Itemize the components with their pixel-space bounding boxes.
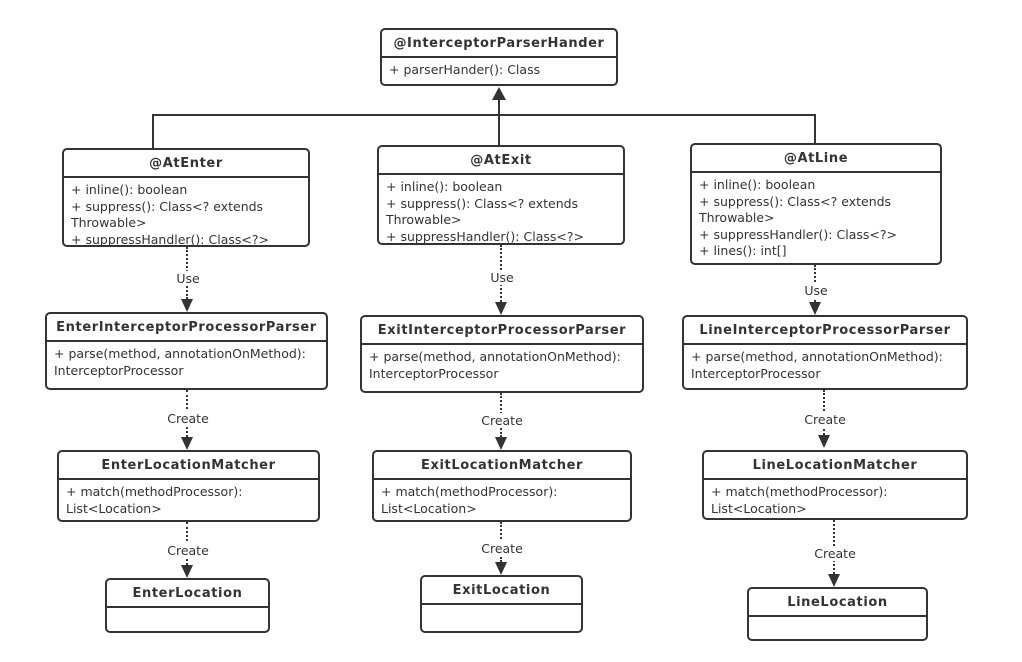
class-members: + parse(method, annotationOnMethod):Inte… [684, 345, 966, 388]
class-box-line-location: LineLocation [747, 587, 928, 641]
arrowhead-down-icon [495, 437, 507, 450]
use-label: Use [801, 283, 831, 298]
class-members: + inline(): boolean+ suppress(): Class<?… [64, 178, 308, 245]
member-line: + parse(method, annotationOnMethod): [369, 349, 621, 364]
member-line: + match(methodProcessor): [66, 484, 243, 499]
member-line: Throwable> [699, 210, 775, 225]
class-members: + match(methodProcessor):List<Location> [704, 480, 966, 518]
member-line: + parse(method, annotationOnMethod): [54, 346, 306, 361]
class-members: + match(methodProcessor):List<Location> [59, 480, 318, 520]
member-line: + parserHander(): Class [389, 62, 541, 77]
class-title: ExitInterceptorProcessorParser [362, 317, 642, 345]
member-line: List<Location> [711, 500, 807, 516]
class-members: + inline(): boolean+ suppress(): Class<?… [379, 175, 623, 243]
arrowhead-down-icon [181, 565, 193, 578]
class-title: @InterceptorParserHander [382, 30, 616, 58]
class-box-enter-location-matcher: EnterLocationMatcher + match(methodProce… [57, 450, 320, 522]
class-box-exit-location-matcher: ExitLocationMatcher + match(methodProces… [372, 450, 632, 522]
class-box-exit-location: ExitLocation [420, 575, 583, 633]
class-title: EnterLocationMatcher [59, 452, 318, 480]
arrowhead-up-icon [492, 87, 506, 100]
member-line: + match(methodProcessor): [711, 484, 888, 499]
arrowhead-down-icon [495, 562, 507, 575]
class-box-at-enter: @AtEnter + inline(): boolean+ suppress()… [62, 148, 310, 247]
create-label: Create [164, 411, 212, 426]
class-box-at-exit: @AtExit + inline(): boolean+ suppress():… [377, 145, 625, 245]
arrowhead-down-icon [181, 299, 193, 312]
class-members [422, 605, 581, 631]
class-members [749, 617, 926, 639]
arrowhead-down-icon [181, 437, 193, 450]
member-line: + suppressHandler(): Class<?> [386, 228, 584, 244]
member-line: + parse(method, annotationOnMethod): [691, 349, 943, 364]
member-line: + suppressHandler(): Class<?> [71, 231, 269, 246]
member-line: Throwable> [386, 212, 462, 227]
class-box-line-interceptor-processor-parser: LineInterceptorProcessorParser + parse(m… [682, 315, 968, 390]
class-members: + match(methodProcessor):List<Location> [374, 480, 630, 520]
class-title: @AtLine [692, 145, 940, 173]
member-line: List<Location> [66, 500, 162, 516]
class-title: @AtEnter [64, 150, 308, 178]
member-line: + inline(): boolean [386, 179, 503, 194]
inheritance-drop-exit [498, 114, 500, 145]
member-line: InterceptorProcessor [691, 365, 821, 381]
create-label: Create [164, 543, 212, 558]
use-label: Use [173, 271, 203, 286]
arrowhead-down-icon [495, 302, 507, 315]
inheritance-bus-line [152, 114, 816, 116]
create-label: Create [478, 413, 526, 428]
member-line: InterceptorProcessor [54, 362, 184, 378]
class-title: @AtExit [379, 147, 623, 175]
class-box-line-location-matcher: LineLocationMatcher + match(methodProces… [702, 450, 968, 520]
class-box-interceptor-parser-hander: @InterceptorParserHander + parserHander(… [380, 28, 618, 86]
class-members: + parse(method, annotationOnMethod):Inte… [362, 345, 642, 391]
class-box-exit-interceptor-processor-parser: ExitInterceptorProcessorParser + parse(m… [360, 315, 644, 393]
member-line: + match(methodProcessor): [381, 484, 558, 499]
member-line: InterceptorProcessor [369, 365, 499, 381]
class-members: + parse(method, annotationOnMethod):Inte… [47, 342, 326, 388]
class-members: + inline(): boolean+ suppress(): Class<?… [692, 173, 940, 263]
class-members [107, 608, 268, 631]
inheritance-drop-line [814, 114, 816, 143]
inheritance-stem-line [498, 99, 500, 116]
create-label: Create [811, 546, 859, 561]
class-title: EnterInterceptorProcessorParser [47, 314, 326, 342]
arrowhead-down-icon [809, 302, 821, 315]
arrowhead-down-icon [818, 435, 830, 448]
create-label: Create [478, 541, 526, 556]
class-members: + parserHander(): Class [382, 58, 616, 84]
member-line: List<Location> [381, 500, 477, 516]
member-line: + lines(): int[] [699, 243, 787, 258]
member-line: + inline(): boolean [71, 182, 188, 197]
use-label: Use [487, 270, 517, 285]
class-title: ExitLocation [422, 577, 581, 605]
inheritance-drop-enter [152, 114, 154, 148]
member-line: + suppressHandler(): Class<?> [699, 226, 897, 242]
member-line: + suppress(): Class<? extends [71, 198, 264, 214]
member-line: + inline(): boolean [699, 177, 816, 192]
member-line: + suppress(): Class<? extends [386, 195, 579, 211]
class-box-enter-interceptor-processor-parser: EnterInterceptorProcessorParser + parse(… [45, 312, 328, 390]
class-box-at-line: @AtLine + inline(): boolean+ suppress():… [690, 143, 942, 265]
class-title: LineLocation [749, 589, 926, 617]
arrowhead-down-icon [828, 574, 840, 587]
class-title: LineInterceptorProcessorParser [684, 317, 966, 345]
class-title: LineLocationMatcher [704, 452, 966, 480]
create-label: Create [801, 412, 849, 427]
class-box-enter-location: EnterLocation [105, 578, 270, 633]
member-line: + suppress(): Class<? extends [699, 193, 892, 209]
member-line: Throwable> [71, 215, 147, 230]
class-title: ExitLocationMatcher [374, 452, 630, 480]
class-title: EnterLocation [107, 580, 268, 608]
